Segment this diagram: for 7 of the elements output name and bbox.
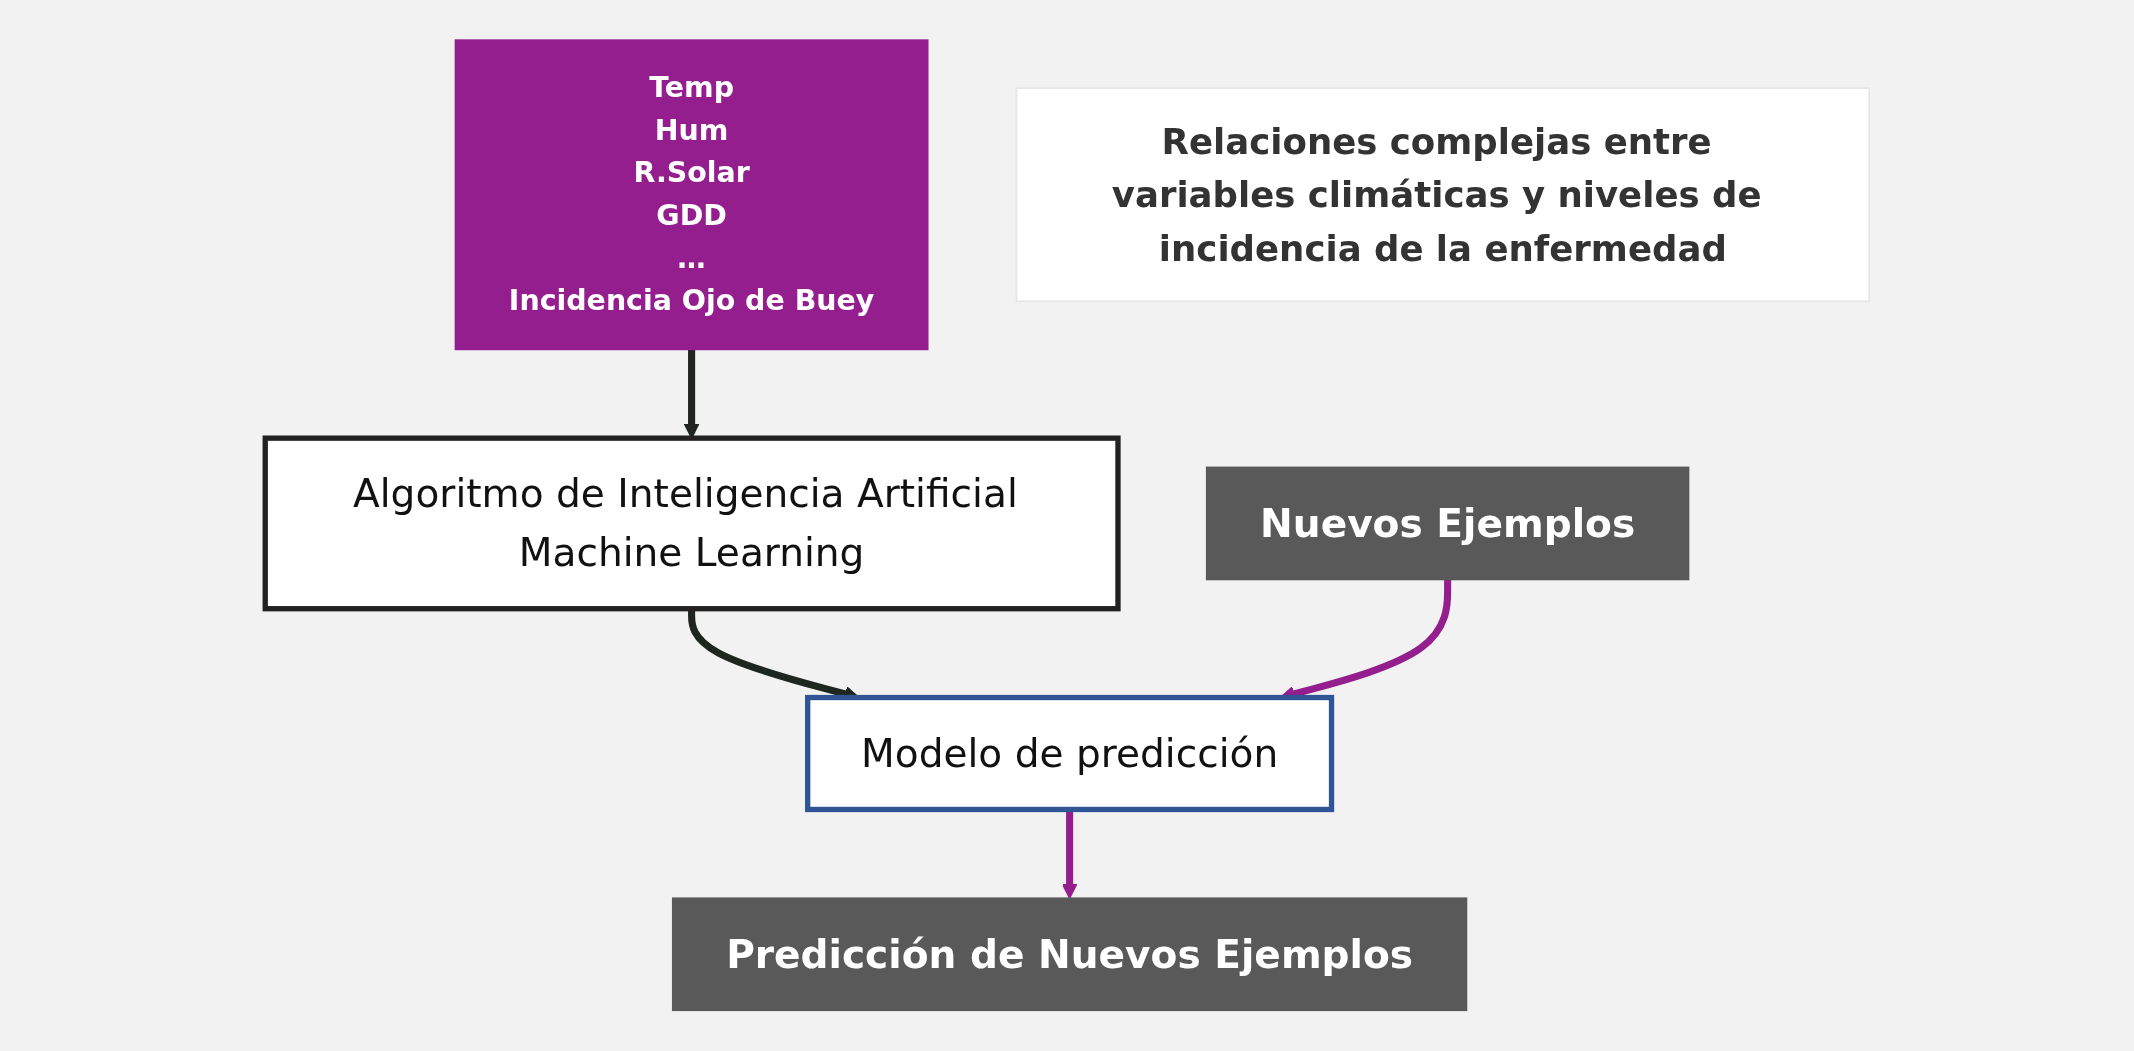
arrow bbox=[1061, 809, 1078, 900]
node-box: Algoritmo de Inteligencia Artificial Machine Learning bbox=[262, 435, 1121, 612]
node-box: Nuevos Ejemplos bbox=[1205, 466, 1690, 581]
node-box: Relaciones complejas entre variables climáticas y niveles de incidencia de la enfermedad bbox=[1015, 87, 1870, 303]
node-box: Predicción de Nuevos Ejemplos bbox=[671, 897, 1468, 1012]
node-box: Temp Hum R.Solar GDD … Incidencia Ojo de Buey bbox=[454, 39, 929, 351]
node-box: Modelo de predicción bbox=[804, 695, 1334, 813]
